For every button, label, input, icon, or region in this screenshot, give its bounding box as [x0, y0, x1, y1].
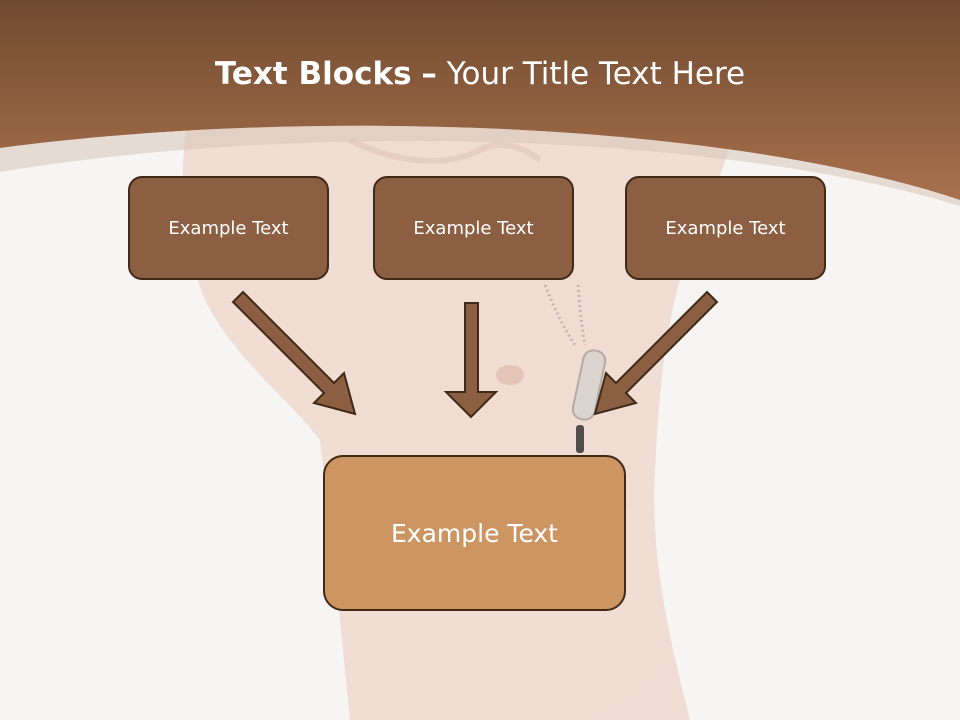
text-block-main[interactable]: Example Text: [323, 455, 626, 611]
arrow-left: [231, 290, 357, 416]
text-block-main-label: Example Text: [391, 518, 558, 548]
title-subtitle-part: Your Title Text Here: [446, 56, 746, 92]
arrow-center: [443, 302, 499, 419]
dog-tag-chain: [543, 284, 607, 453]
text-block-center[interactable]: Example Text: [373, 176, 574, 280]
text-block-right[interactable]: Example Text: [625, 176, 826, 280]
text-block-center-label: Example Text: [413, 217, 534, 239]
header-curve-shadow: [0, 125, 960, 206]
title-dash: –: [421, 56, 437, 92]
slide-title: Text Blocks – Your Title Text Here: [0, 52, 960, 96]
title-bold-part: Text Blocks: [214, 56, 412, 92]
arrows: [231, 290, 719, 419]
text-block-left-label: Example Text: [168, 217, 289, 239]
header-band: [0, 0, 960, 200]
arrow-right: [593, 290, 719, 416]
text-block-right-label: Example Text: [665, 217, 786, 239]
text-block-left[interactable]: Example Text: [128, 176, 329, 280]
